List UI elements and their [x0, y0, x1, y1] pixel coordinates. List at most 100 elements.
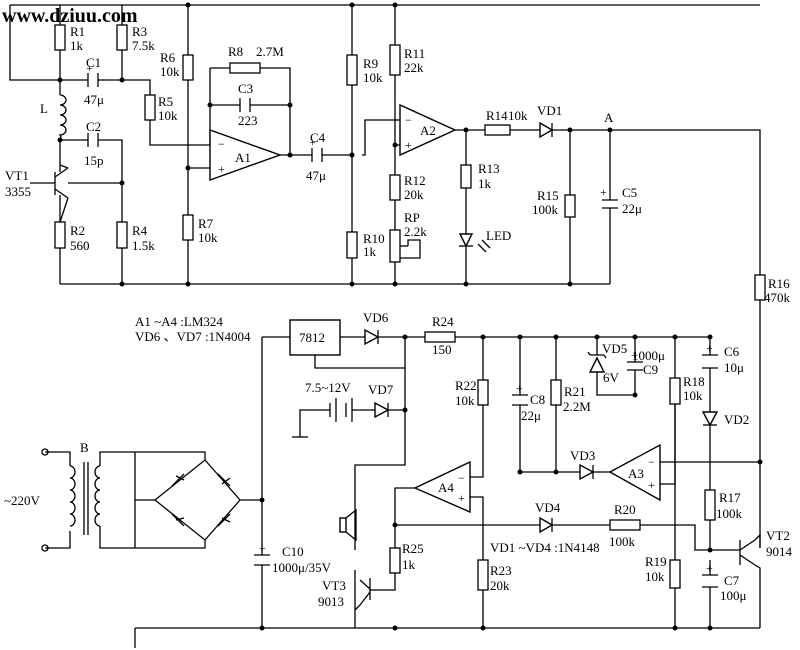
capacitor-C8 [512, 394, 528, 406]
label-R11-value: 22k [404, 60, 424, 75]
lower-junctions [259, 334, 763, 631]
label-R16-value: 470k [764, 290, 791, 305]
diode-VD2 [701, 411, 719, 427]
label-R7: R7 [198, 216, 214, 231]
label-R18: R18 [683, 374, 705, 389]
label-C2-value: 15p [84, 153, 104, 168]
capacitor-C6 [702, 354, 718, 369]
label-R5-value: 10k [158, 108, 178, 123]
label-R20-value: 100k [609, 534, 636, 549]
resistor-R19 [669, 559, 681, 589]
opamp-A3 [608, 443, 661, 502]
diode-VD3 [579, 463, 595, 481]
led-indicator [458, 233, 474, 248]
label-VT3-value: 9013 [318, 594, 344, 609]
resistor-R3 [116, 24, 128, 51]
label-R22-value: 10k [455, 393, 475, 408]
label-R12-value: 20k [404, 187, 424, 202]
label-C4: C4 [310, 130, 326, 145]
label-R8: R8 [228, 44, 243, 59]
resistor-R14 [484, 124, 511, 136]
label-node-A: A [604, 110, 614, 125]
label-mains-input: ~220V [4, 493, 41, 508]
svg-text:+: + [600, 185, 607, 199]
label-C8-value: 22μ [521, 408, 541, 423]
label-VD5-value: 6V [603, 370, 620, 385]
label-C9-value: 1000μ [632, 348, 665, 363]
capacitor-C2 [87, 133, 99, 147]
diode-VD6 [364, 328, 380, 346]
label-R7-value: 10k [198, 230, 218, 245]
label-R13-value: 1k [478, 176, 492, 191]
resistor-R20 [609, 519, 641, 531]
label-R12: R12 [404, 173, 426, 188]
label-RP: RP [404, 210, 420, 225]
watermark: www.dziuu.com [2, 5, 138, 27]
resistor-R8 [229, 62, 261, 74]
capacitor-C3 [239, 98, 251, 112]
label-R2-value: 560 [70, 238, 90, 253]
capacitor-C10 [254, 554, 270, 566]
label-C10: C10 [282, 544, 304, 559]
label-R19-value: 10k [645, 569, 665, 584]
resistor-R2 [54, 221, 66, 249]
label-VD7: VD7 [368, 382, 394, 397]
label-VD3: VD3 [570, 448, 595, 463]
label-C2: C2 [86, 119, 101, 134]
zener-VD5 [588, 356, 606, 373]
label-C7: C7 [724, 573, 740, 588]
resistor-R24 [424, 331, 456, 343]
note-power-diodes: VD6 、VD7 :1N4004 [135, 329, 251, 344]
svg-text:+: + [86, 61, 93, 75]
label-R3: R3 [132, 24, 147, 39]
svg-text:+: + [405, 138, 412, 152]
resistor-R23 [477, 559, 489, 591]
resistor-R12 [389, 174, 401, 201]
label-R11: R11 [404, 46, 425, 61]
label-R2: R2 [70, 223, 85, 238]
label-C3: C3 [238, 81, 253, 96]
label-R9: R9 [363, 56, 378, 71]
label-R23-value: 20k [490, 578, 510, 593]
regulator-7812 [289, 319, 341, 356]
resistor-R25 [389, 547, 401, 574]
bridge-diode-2 [217, 473, 231, 487]
capacitor-C1 [87, 73, 99, 87]
label-C6: C6 [724, 344, 740, 359]
label-C1: C1 [86, 55, 101, 70]
label-C5-value: 22μ [622, 201, 642, 216]
label-R23: R23 [490, 563, 512, 578]
svg-text:+: + [458, 491, 465, 505]
label-VD6: VD6 [363, 310, 389, 325]
label-R6: R6 [160, 50, 176, 65]
capacitor-C5 [602, 199, 618, 209]
label-R21-value: 2.2M [563, 399, 591, 414]
label-C4-value: 47μ [306, 168, 326, 183]
label-R24: R24 [432, 314, 454, 329]
label-A4: A4 [438, 480, 454, 495]
resistor-R7 [182, 214, 194, 241]
label-R19: R19 [645, 554, 667, 569]
opamp-A4 [413, 460, 471, 514]
resistor-R18 [669, 377, 681, 405]
label-supply-range: 7.5~12V [305, 380, 351, 395]
label-VD1: VD1 [537, 103, 562, 118]
diode-VD4 [539, 516, 554, 534]
svg-text:+: + [516, 381, 523, 395]
svg-text:+: + [648, 478, 655, 492]
capacitor-C7 [702, 574, 718, 588]
label-R17-value: 100k [716, 506, 743, 521]
upper-wiring [9, 4, 761, 548]
label-C10-value: 1000μ/35V [272, 560, 332, 575]
label-R24-value: 150 [432, 342, 452, 357]
svg-text:+: + [309, 135, 316, 149]
svg-text:+: + [706, 341, 713, 355]
resistor-R5 [144, 94, 156, 121]
upper-junctions [57, 2, 613, 287]
label-RP-value: 2.2k [404, 224, 427, 239]
label-R6-value: 10k [160, 64, 180, 79]
label-C7-value: 100μ [720, 588, 747, 603]
label-L: L [40, 101, 48, 116]
svg-text:+: + [706, 561, 713, 575]
resistor-R17 [704, 489, 716, 521]
